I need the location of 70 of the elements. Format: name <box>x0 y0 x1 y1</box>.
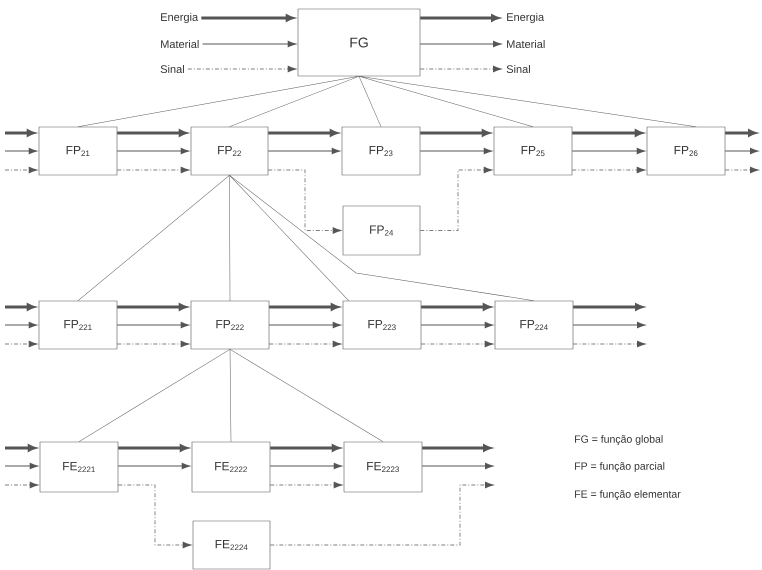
hierarchy-line <box>229 76 360 127</box>
hierarchy-line <box>230 349 384 442</box>
hierarchy-line <box>358 76 696 127</box>
hierarchy-line <box>78 175 230 301</box>
flow-label: Energia <box>507 12 544 24</box>
flow-arrow <box>572 148 646 154</box>
flow-label: Energia <box>161 12 198 24</box>
abbreviation-note: FP = função parcial <box>575 462 664 472</box>
function-box: FP$_{24}$ <box>342 206 420 256</box>
flow-arrow <box>116 148 190 154</box>
flow-arrow <box>268 170 342 234</box>
flow-arrow <box>202 40 296 48</box>
hierarchy-line <box>229 175 534 301</box>
flow-arrow <box>4 340 38 348</box>
flow-arrow <box>268 322 342 328</box>
hierarchy-line <box>78 349 230 442</box>
flow-arrow <box>420 340 494 348</box>
function-box: FP$_{23}$ <box>342 126 420 176</box>
flow-arrow <box>422 462 494 470</box>
flow-arrow <box>270 462 342 470</box>
flow-arrow <box>420 66 502 72</box>
flow-label: Material <box>507 40 545 48</box>
abbreviation-note: FG = função global <box>575 435 662 445</box>
function-box: FP$_{221}$ <box>38 300 118 350</box>
flow-arrow <box>420 166 493 231</box>
flow-arrow <box>572 166 646 174</box>
flow-arrow <box>724 166 759 174</box>
function-box: FP$_{223}$ <box>342 300 422 350</box>
flow-arrow <box>270 482 494 546</box>
flow-arrow <box>116 166 190 174</box>
flow-arrow <box>4 462 38 470</box>
flow-arrow <box>118 462 190 470</box>
function-box: FP$_{22}$ <box>190 126 268 176</box>
hierarchy-line <box>78 76 360 127</box>
flow-arrow <box>118 484 192 548</box>
flow-label: Sinal <box>506 64 530 74</box>
flow-arrow <box>420 40 502 48</box>
hierarchy-line <box>229 175 349 301</box>
function-box: FP$_{26}$ <box>646 126 726 176</box>
flow-arrow <box>268 340 342 348</box>
flow-label: Sinal <box>160 64 184 74</box>
flow-arrow <box>724 148 758 154</box>
abbreviation-note: FE = função elementar <box>575 490 681 500</box>
flow-arrow <box>4 482 39 488</box>
flow-arrow <box>572 340 646 348</box>
flow-arrow <box>270 482 343 488</box>
flow-label: Material <box>161 40 199 48</box>
hierarchy-line <box>229 175 230 301</box>
flow-arrow <box>4 322 38 328</box>
function-box: FP$_{21}$ <box>38 126 118 176</box>
function-box: FE$_{2223}$ <box>344 442 422 492</box>
function-box: FE$_{2224}$ <box>192 520 270 570</box>
flow-arrow <box>420 148 492 154</box>
function-box: FG <box>298 8 420 76</box>
flow-arrow <box>188 66 297 72</box>
hierarchy-line <box>230 349 232 442</box>
function-box: FE$_{2221}$ <box>40 442 118 492</box>
flow-arrow <box>420 322 494 328</box>
function-box: FE$_{2222}$ <box>192 442 270 492</box>
function-box: FP$_{224}$ <box>494 300 574 350</box>
flow-arrow <box>572 322 646 328</box>
function-box: FP$_{222}$ <box>190 300 270 350</box>
hierarchy-line <box>358 76 382 127</box>
flow-arrow <box>116 322 190 328</box>
flow-arrow <box>268 148 340 154</box>
hierarchy-line <box>358 76 534 127</box>
function-box: FP$_{25}$ <box>494 126 572 176</box>
flow-arrow <box>4 148 38 154</box>
flow-arrow <box>116 340 190 348</box>
flow-arrow <box>4 166 38 174</box>
